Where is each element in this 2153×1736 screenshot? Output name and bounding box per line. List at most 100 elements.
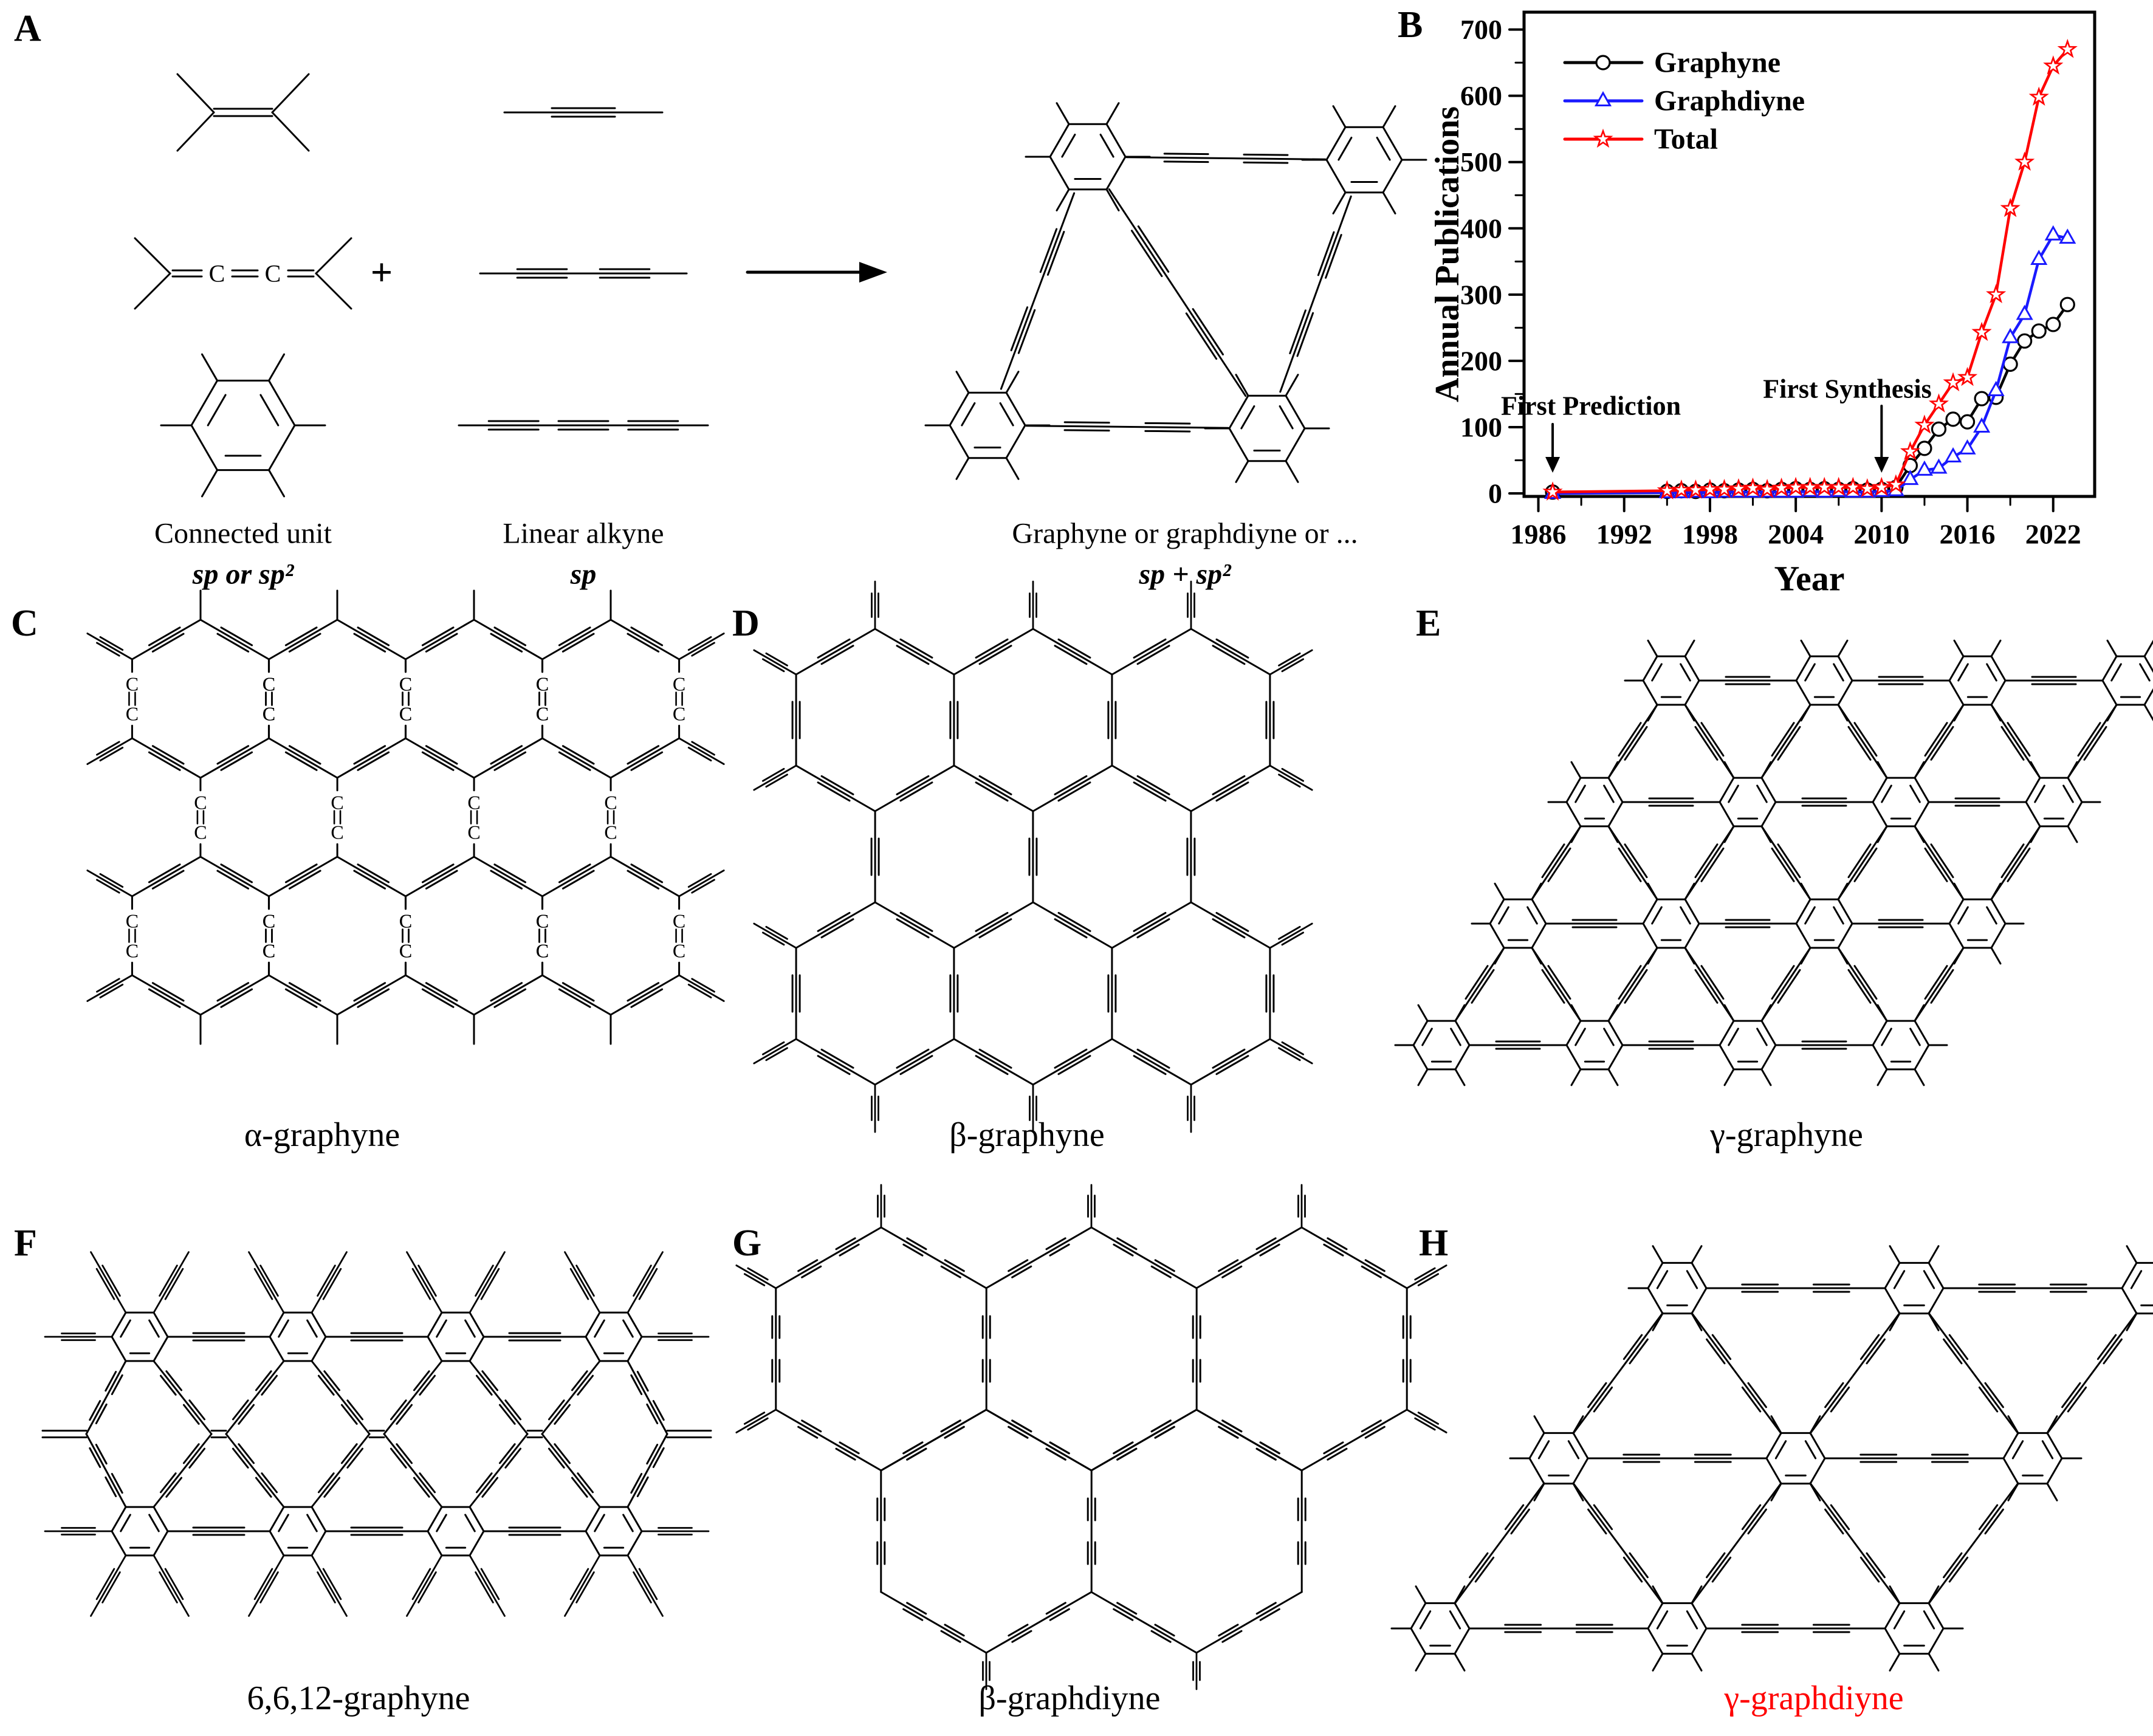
- svg-text:Year: Year: [1774, 559, 1845, 599]
- svg-text:C: C: [399, 940, 412, 962]
- panel-f-structure-6612-graphyne: [41, 1251, 712, 1617]
- caption-gamma-graphyne: γ-graphyne: [1710, 1116, 1863, 1154]
- svg-text:C: C: [536, 910, 549, 931]
- caption-gamma-graphdiyne: γ-graphdiyne: [1724, 1679, 1904, 1717]
- panel-g-structure-beta-graphdiyne: [735, 1184, 1447, 1690]
- svg-text:C: C: [673, 673, 685, 695]
- svg-text:Graphyne: Graphyne: [1654, 47, 1780, 79]
- svg-text:400: 400: [1460, 213, 1502, 244]
- panel-letter-a: A: [14, 8, 41, 49]
- svg-text:C: C: [331, 822, 343, 843]
- svg-text:C: C: [126, 940, 139, 962]
- svg-text:C: C: [263, 673, 275, 695]
- chart-series-total: [1542, 38, 2078, 501]
- svg-text:C: C: [536, 940, 549, 962]
- svg-text:First Prediction: First Prediction: [1501, 391, 1681, 421]
- svg-text:C: C: [265, 260, 281, 287]
- svg-text:2010: 2010: [1853, 519, 1909, 550]
- svg-text:C: C: [536, 910, 549, 931]
- panel-letter-f: F: [14, 1223, 37, 1264]
- caption-product-hybridization: sp + sp²: [1139, 558, 1231, 591]
- chart-x-title: Year: [1774, 559, 1845, 599]
- svg-text:300: 300: [1460, 279, 1502, 310]
- svg-text:2016: 2016: [1940, 519, 1996, 550]
- svg-text:C: C: [126, 703, 139, 725]
- svg-text:C: C: [194, 822, 207, 843]
- svg-text:C: C: [536, 703, 549, 725]
- svg-text:C: C: [673, 940, 685, 962]
- chart-x-axis: 1986 1992 1998 2004 2010 2016 2022: [1511, 495, 2081, 550]
- svg-text:C: C: [399, 910, 412, 931]
- svg-text:700: 700: [1460, 14, 1502, 45]
- svg-text:C: C: [467, 822, 480, 843]
- svg-text:600: 600: [1460, 80, 1502, 111]
- svg-text:C: C: [263, 910, 275, 931]
- caption-6612-graphyne: 6,6,12-graphyne: [247, 1679, 470, 1717]
- svg-text:First Synthesis: First Synthesis: [1763, 374, 1931, 404]
- svg-text:1998: 1998: [1682, 519, 1738, 550]
- panel-e-structure-gamma-graphyne: [1394, 639, 2153, 1086]
- panel-letter-e: E: [1416, 603, 1441, 644]
- panel-b-chart: [1522, 10, 2096, 498]
- svg-text:Total: Total: [1654, 123, 1718, 156]
- svg-text:C: C: [467, 791, 480, 813]
- caption-beta-graphyne: β-graphyne: [949, 1116, 1105, 1154]
- chart-series-graphdiyne: [1544, 225, 2076, 499]
- caption-alpha-graphyne: α-graphyne: [244, 1116, 400, 1154]
- svg-text:C: C: [263, 703, 275, 725]
- svg-text:+: +: [371, 251, 393, 294]
- svg-text:C: C: [399, 940, 412, 962]
- svg-text:C: C: [536, 673, 549, 695]
- panel-h-structure-gamma-graphdiyne: [1390, 1245, 2153, 1672]
- caption-linear-alkyne-hybridization: sp: [570, 558, 597, 591]
- caption-connected-unit: Connected unit: [154, 517, 332, 550]
- svg-text:C: C: [263, 910, 275, 931]
- svg-text:0: 0: [1488, 478, 1502, 509]
- panel-letter-g: G: [732, 1223, 762, 1264]
- svg-text:C: C: [673, 910, 685, 931]
- caption-beta-graphdiyne: β-graphdiyne: [978, 1679, 1161, 1717]
- svg-text:C: C: [536, 673, 549, 695]
- svg-text:C: C: [604, 791, 617, 813]
- svg-text:C: C: [673, 703, 685, 725]
- svg-text:C: C: [126, 673, 139, 695]
- svg-text:C: C: [263, 703, 275, 725]
- svg-text:C: C: [536, 703, 549, 725]
- svg-text:C: C: [194, 791, 207, 813]
- panel-letter-b: B: [1398, 4, 1423, 46]
- svg-text:1992: 1992: [1596, 519, 1652, 550]
- svg-text:200: 200: [1460, 345, 1502, 376]
- svg-text:100: 100: [1460, 411, 1502, 442]
- panel-letter-h: H: [1419, 1223, 1449, 1264]
- svg-text:C: C: [399, 703, 412, 725]
- svg-text:C: C: [263, 673, 275, 695]
- svg-text:C: C: [263, 940, 275, 962]
- caption-linear-alkyne: Linear alkyne: [503, 517, 664, 550]
- svg-text:Annual Publications: Annual Publications: [1429, 106, 1466, 402]
- svg-text:2022: 2022: [2025, 519, 2081, 550]
- panel-letter-d: D: [732, 603, 760, 644]
- panel-letter-c: C: [11, 603, 38, 644]
- svg-text:2004: 2004: [1768, 519, 1824, 550]
- svg-text:C: C: [536, 940, 549, 962]
- svg-text:C: C: [399, 673, 412, 695]
- svg-text:C: C: [399, 703, 412, 725]
- svg-text:C: C: [399, 910, 412, 931]
- chart-annotations: First Prediction First Synthesis: [1501, 374, 1932, 473]
- svg-text:1986: 1986: [1511, 519, 1567, 550]
- chart-y-axis: 0 100 200 300 400 500 600 700: [1460, 14, 1525, 509]
- caption-product: Graphyne or graphdiyne or ...: [1012, 517, 1358, 550]
- svg-text:C: C: [263, 940, 275, 962]
- panel-a-scheme: C C +: [134, 73, 1427, 498]
- svg-text:C: C: [604, 822, 617, 843]
- svg-text:500: 500: [1460, 146, 1502, 177]
- svg-text:C: C: [331, 791, 343, 813]
- caption-connected-unit-hybridization: sp or sp²: [192, 558, 294, 591]
- svg-text:C: C: [209, 260, 225, 287]
- svg-text:C: C: [399, 673, 412, 695]
- panel-d-structure-beta-graphyne: [753, 580, 1313, 1133]
